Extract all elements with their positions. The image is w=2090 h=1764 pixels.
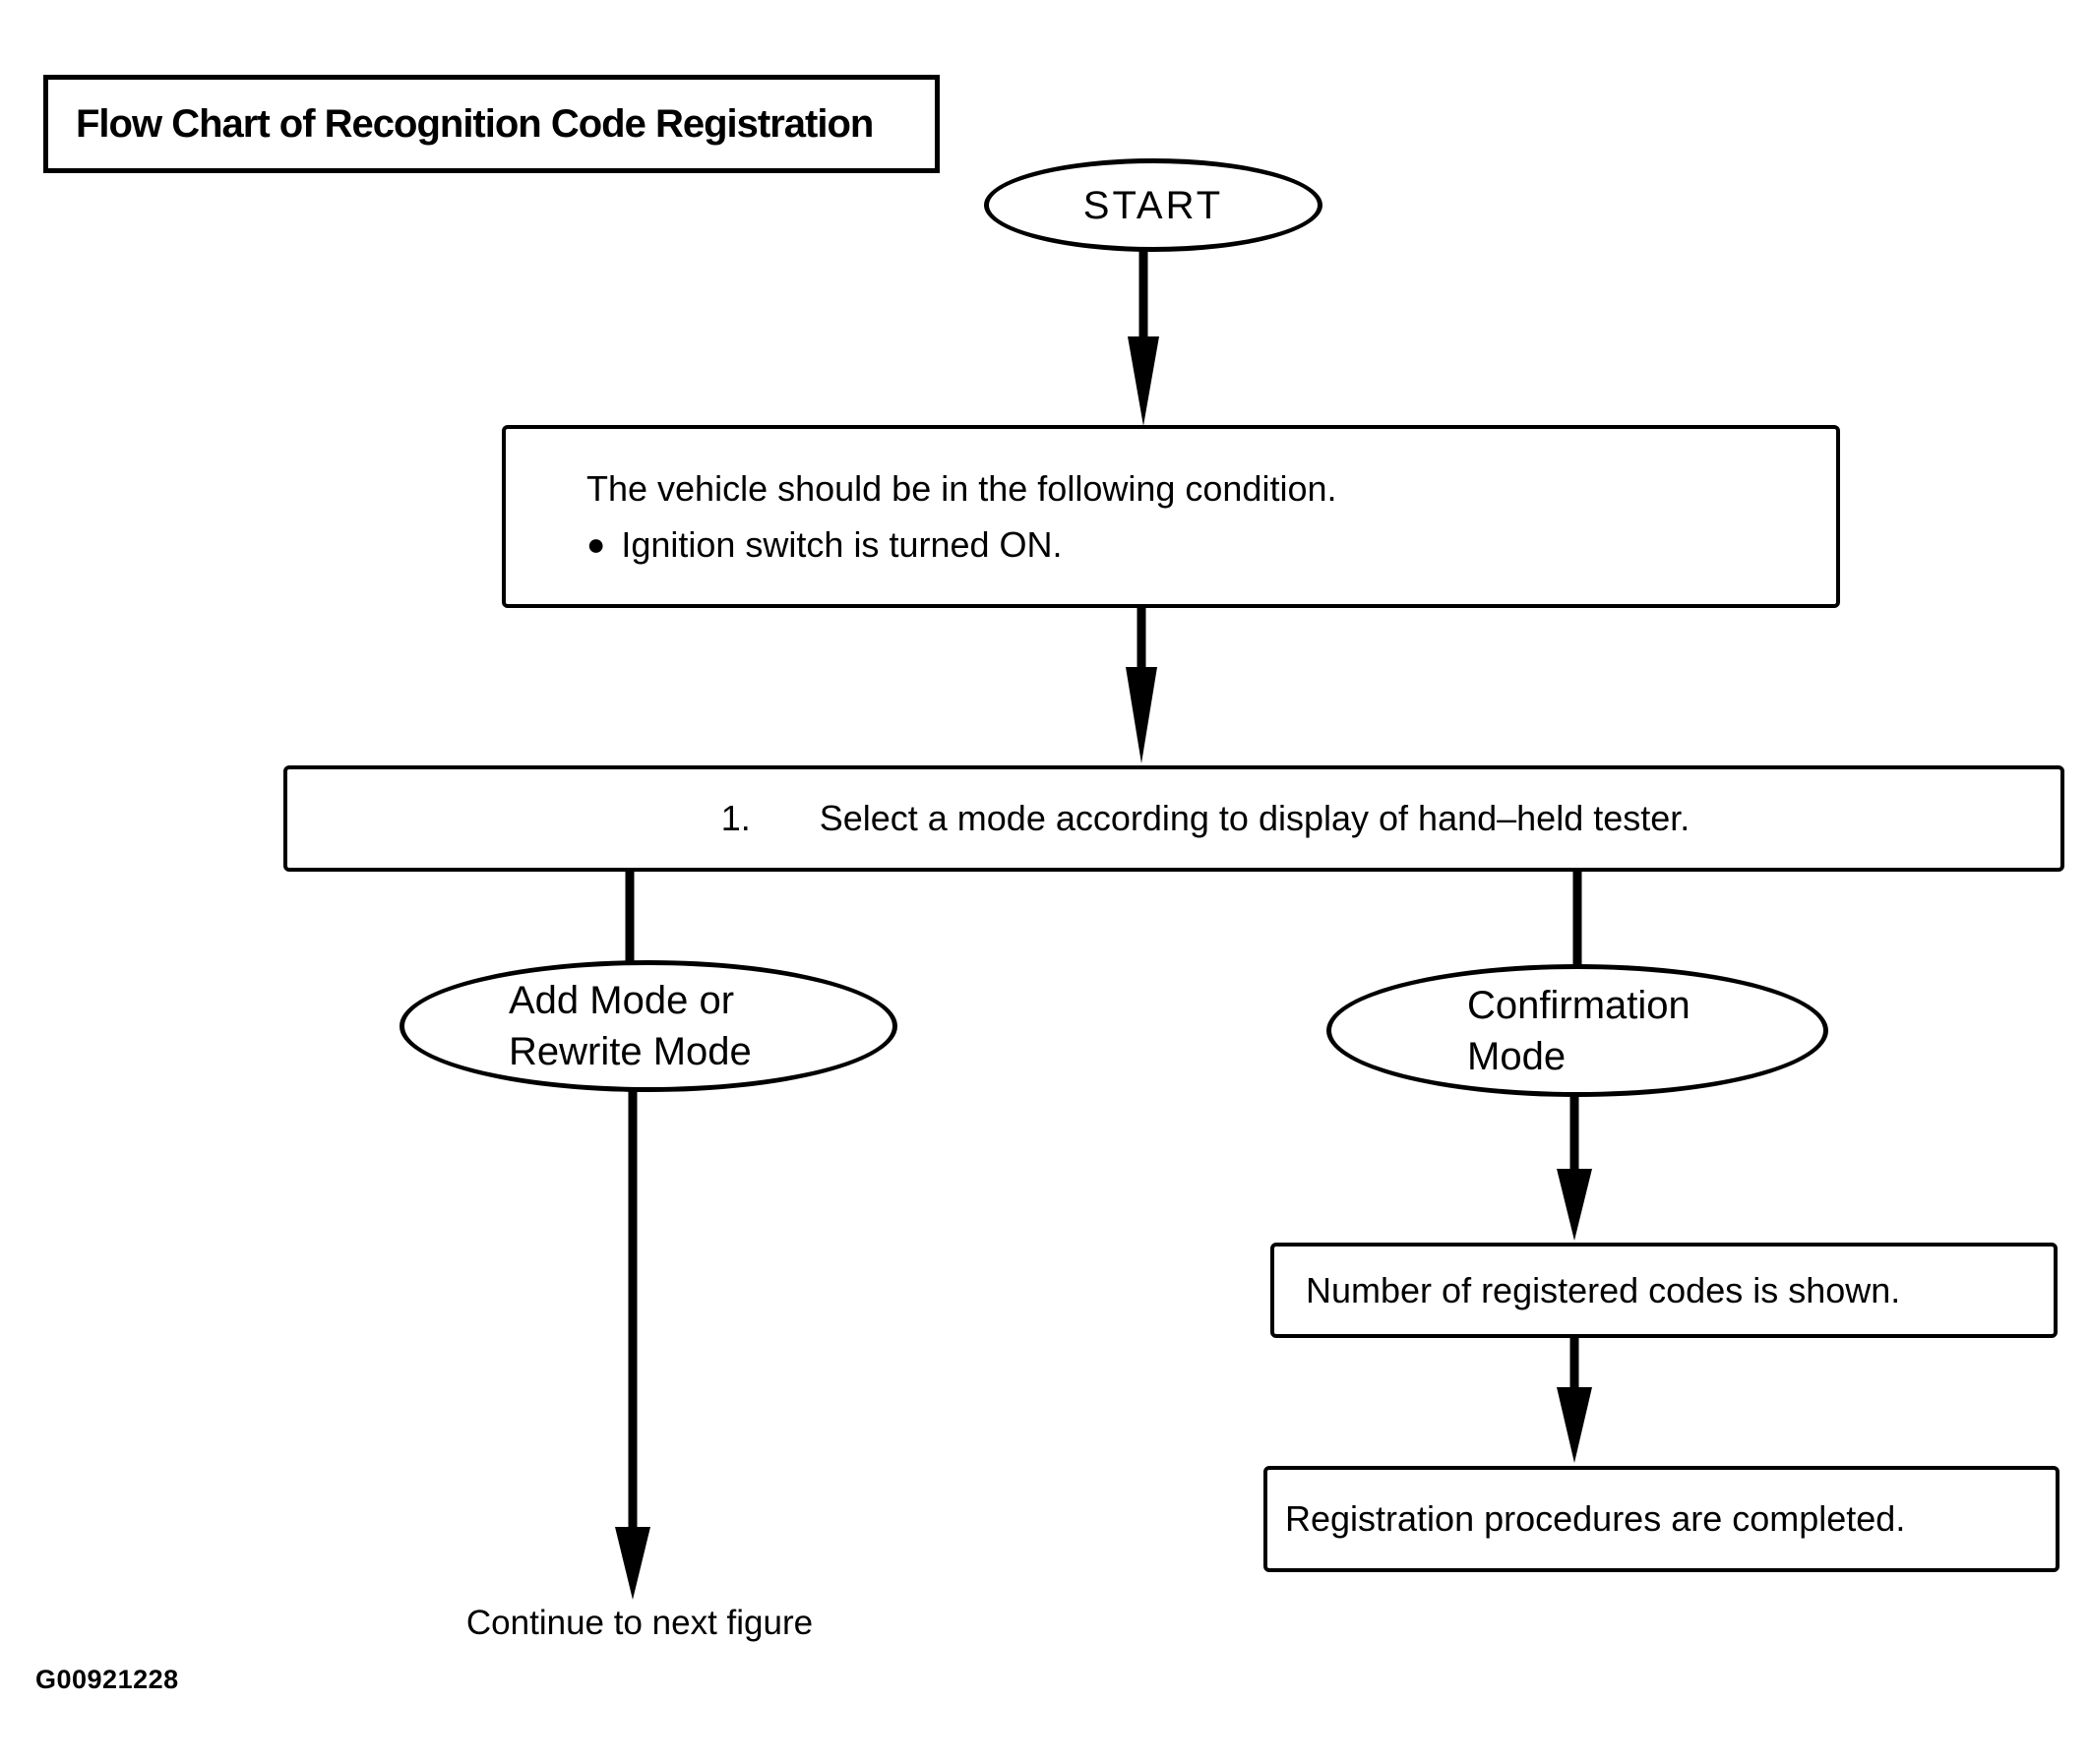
- confirmation-line2: Mode: [1467, 1034, 1567, 1078]
- bullet-icon: ●: [586, 525, 606, 562]
- arrow-condition-to-select: [1126, 606, 1157, 763]
- select-mode-box: 1. Select a mode according to display of…: [283, 765, 2064, 872]
- registration-completed-box: Registration procedures are completed.: [1263, 1466, 2059, 1572]
- page-title: Flow Chart of Recognition Code Registrat…: [76, 101, 874, 146]
- figure-code: G00921228: [35, 1665, 179, 1694]
- registered-codes-text: Number of registered codes is shown.: [1306, 1269, 1901, 1310]
- registration-completed-text: Registration procedures are completed.: [1285, 1498, 1906, 1539]
- vehicle-condition-line1: The vehicle should be in the following c…: [586, 467, 1337, 509]
- add-rewrite-mode-node: Add Mode or Rewrite Mode: [400, 960, 897, 1092]
- add-rewrite-line1: Add Mode or: [509, 979, 735, 1022]
- select-mode-text: Select a mode according to display of ha…: [819, 798, 1690, 838]
- add-rewrite-line2: Rewrite Mode: [509, 1030, 752, 1073]
- arrow-add-mode-to-continue: [615, 1090, 650, 1600]
- arrow-confirmation-to-number: [1557, 1095, 1592, 1241]
- arrow-number-to-completed: [1557, 1336, 1592, 1463]
- title-box: Flow Chart of Recognition Code Registrat…: [43, 75, 940, 173]
- confirmation-mode-node: Confirmation Mode: [1326, 964, 1828, 1097]
- start-node: START: [984, 158, 1322, 252]
- select-mode-step-number: 1.: [720, 798, 751, 838]
- start-label: START: [1082, 183, 1224, 227]
- vehicle-condition-line2-text: Ignition switch is turned ON.: [621, 523, 1063, 565]
- confirmation-line1: Confirmation: [1467, 983, 1690, 1027]
- vehicle-condition-box: The vehicle should be in the following c…: [502, 425, 1840, 608]
- arrow-start-to-condition: [1128, 250, 1159, 426]
- registered-codes-box: Number of registered codes is shown.: [1270, 1243, 2058, 1338]
- continue-next-figure-label: Continue to next figure: [465, 1604, 814, 1642]
- vehicle-condition-line2: ● Ignition switch is turned ON.: [586, 517, 1836, 573]
